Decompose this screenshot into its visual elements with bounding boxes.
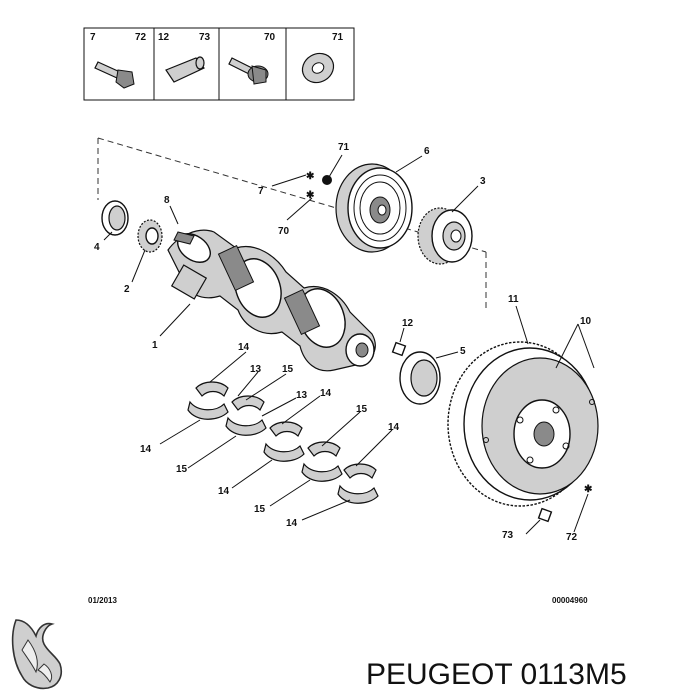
- brand-part-number: PEUGEOT 0113M5: [366, 658, 627, 691]
- callout-14b: 14: [320, 388, 332, 399]
- callout-15c: 15: [356, 404, 368, 415]
- callout-73: 73: [502, 530, 514, 541]
- legend-cell-2-left: 12: [158, 32, 170, 43]
- dowel-pin-icon: [165, 56, 205, 83]
- rear-oil-seal: [399, 351, 441, 405]
- bolt-7-marker: ✱: [306, 171, 315, 182]
- callout-14d: 14: [218, 486, 230, 497]
- washer-71-marker: [322, 175, 332, 185]
- callout-2: 2: [124, 284, 130, 295]
- bolt-72-marker: ✱: [584, 484, 593, 495]
- callout-13a: 13: [250, 364, 262, 375]
- diagram-reference: 00004960: [552, 596, 588, 605]
- leader-lines: [103, 154, 595, 535]
- callout-6: 6: [424, 146, 430, 157]
- callout-71: 71: [338, 142, 350, 153]
- callout-15b: 15: [176, 464, 188, 475]
- crankshaft: [167, 229, 376, 372]
- legend-cell-2-right: 73: [199, 32, 211, 43]
- legend-cell-3-right: 70: [264, 32, 276, 43]
- callout-14a: 14: [238, 342, 250, 353]
- legend-cell-4-right: 71: [332, 32, 344, 43]
- bearing-shells: [187, 381, 379, 504]
- dowel-12-marker: [391, 341, 407, 357]
- diagram-date: 01/2013: [88, 596, 117, 605]
- callout-11: 11: [508, 294, 519, 305]
- callout-4: 4: [94, 242, 100, 253]
- callout-12: 12: [402, 318, 414, 329]
- small-fasteners: ✱ ✱ ✱: [306, 171, 593, 523]
- bolt-icon: [94, 61, 135, 89]
- callout-7: 7: [258, 186, 264, 197]
- callout-3: 3: [480, 176, 486, 187]
- legend-cell-1-left: 7: [90, 32, 96, 43]
- callout-14c: 14: [140, 444, 152, 455]
- callout-10: 10: [580, 316, 592, 327]
- callout-8: 8: [164, 195, 170, 206]
- front-oil-seal: [101, 200, 129, 236]
- callout-72: 72: [566, 532, 578, 543]
- callout-1: 1: [152, 340, 158, 351]
- callout-70: 70: [278, 226, 290, 237]
- callout-15d: 15: [254, 504, 266, 515]
- washer-icon: [301, 52, 335, 84]
- callout-13b: 13: [296, 390, 308, 401]
- crankshaft-gear: [417, 207, 473, 265]
- dowel-73-marker: [537, 507, 553, 523]
- peugeot-lion-logo-icon: [11, 619, 63, 690]
- callout-5: 5: [460, 346, 466, 357]
- callout-14e: 14: [388, 422, 400, 433]
- washer-bolt-icon: [228, 57, 269, 85]
- legend-cell-1-right: 72: [135, 32, 147, 43]
- timing-sprocket: [137, 219, 163, 253]
- assembly-outline: [97, 137, 487, 312]
- callout-labels: 71 7 70 6 3 8 4 2 1 12 5 11 10 14 13 15 …: [94, 142, 592, 543]
- parts-legend-box: 7 72 12 73 70 71: [83, 27, 355, 101]
- callout-15a: 15: [282, 364, 294, 375]
- bolt-70-marker: ✱: [306, 190, 315, 201]
- callout-14f: 14: [286, 518, 298, 529]
- flywheel: [447, 341, 599, 507]
- damper-pulley: [335, 163, 413, 253]
